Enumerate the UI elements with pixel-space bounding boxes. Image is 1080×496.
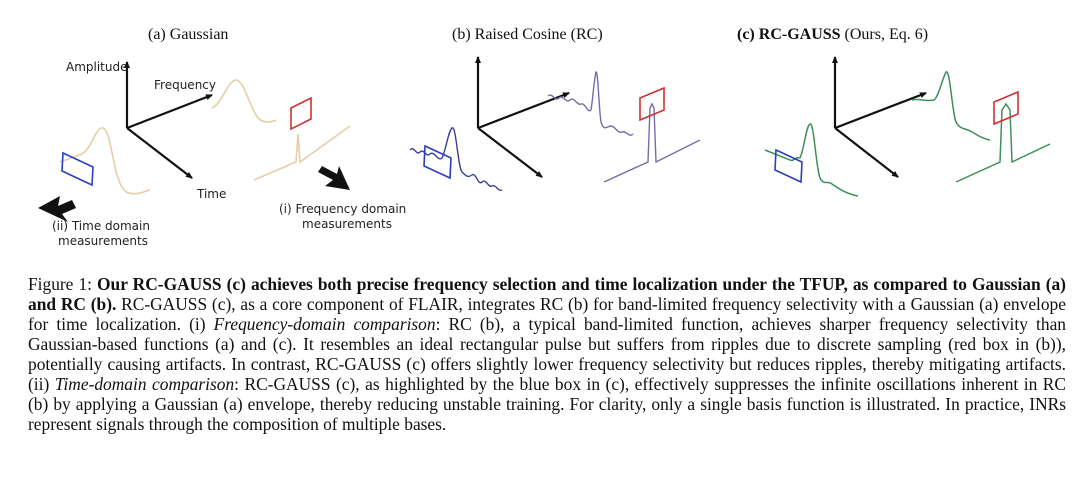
panel-a-gaussian-freq-baseline: [253, 125, 351, 181]
frequency-domain-arrow-icon: [318, 166, 350, 190]
panel-c-time-axis: [834, 127, 899, 178]
panel-c-rcgauss-time-curve: [764, 123, 859, 197]
panel-b-freq-box: [639, 86, 665, 122]
panel-c-freq-box: [993, 90, 1019, 126]
time-axis-label: Time: [196, 187, 226, 201]
caption-italic-frequency: Frequency-domain comparison: [213, 314, 436, 334]
panel-a-title: (a) Gaussian: [148, 26, 229, 43]
panel-b-time-box: [423, 144, 452, 180]
panel-b-frequency-axis: [477, 91, 570, 130]
panel-a-gaussian-time-curve: [59, 127, 151, 195]
panel-b-rc-freq-curve: [547, 71, 634, 136]
caption-text-1: RC-GAUSS (c), as a core component of FLA…: [28, 294, 1066, 334]
caption-italic-time: Time-domain comparison: [54, 374, 235, 394]
panel-b-rc-freq-baseline: [603, 102, 701, 183]
panel-a-frequency-axis: [126, 93, 213, 130]
panel-b-graphic: [409, 56, 701, 192]
figure-illustration: Amplitude Frequency Time (ii) Time domai…: [38, 56, 1051, 248]
caption-bold-summary: Our RC-GAUSS (c) achieves both precise f…: [28, 274, 1066, 314]
time-domain-label-line2: measurements: [58, 234, 148, 248]
panel-c-time-box: [774, 148, 803, 184]
caption-text-3: : RC-GAUSS (c), as highlighted by the bl…: [28, 374, 1066, 434]
panel-b-title: (b) Raised Cosine (RC): [452, 26, 603, 43]
panel-a-graphic: Amplitude Frequency Time (ii) Time domai…: [38, 60, 406, 248]
panel-b-time-axis: [477, 127, 543, 178]
figure-caption: Figure 1: Our RC-GAUSS (c) achieves both…: [28, 274, 1066, 434]
panel-c-title: (c) RC-GAUSS (Ours, Eq. 6): [737, 26, 928, 44]
time-domain-label-line1: (ii) Time domain: [52, 219, 150, 233]
panel-c-graphic: [764, 56, 1051, 197]
panel-c-frequency-axis: [834, 91, 927, 130]
time-domain-arrow-icon: [38, 196, 76, 222]
amplitude-axis-label: Amplitude: [66, 60, 128, 74]
caption-label: Figure 1:: [28, 274, 98, 294]
panel-a-time-axis: [126, 127, 193, 179]
frequency-domain-label-line2: measurements: [302, 217, 392, 231]
panel-c-title-rest: (Ours, Eq. 6): [840, 26, 929, 43]
panel-c-rcgauss-freq-curve: [911, 71, 991, 141]
caption-text-2: : RC (b), a typical band-limited functio…: [28, 314, 1066, 394]
panel-c-title-bold: (c) RC-GAUSS: [737, 26, 841, 43]
panel-a-freq-box: [290, 96, 312, 131]
frequency-axis-label: Frequency: [154, 78, 216, 92]
panel-a-gaussian-freq-curve: [211, 79, 277, 123]
panel-c-rcgauss-freq-baseline: [955, 102, 1051, 183]
panel-a-time-box: [61, 151, 94, 187]
frequency-domain-label-line1: (i) Frequency domain: [279, 202, 406, 216]
